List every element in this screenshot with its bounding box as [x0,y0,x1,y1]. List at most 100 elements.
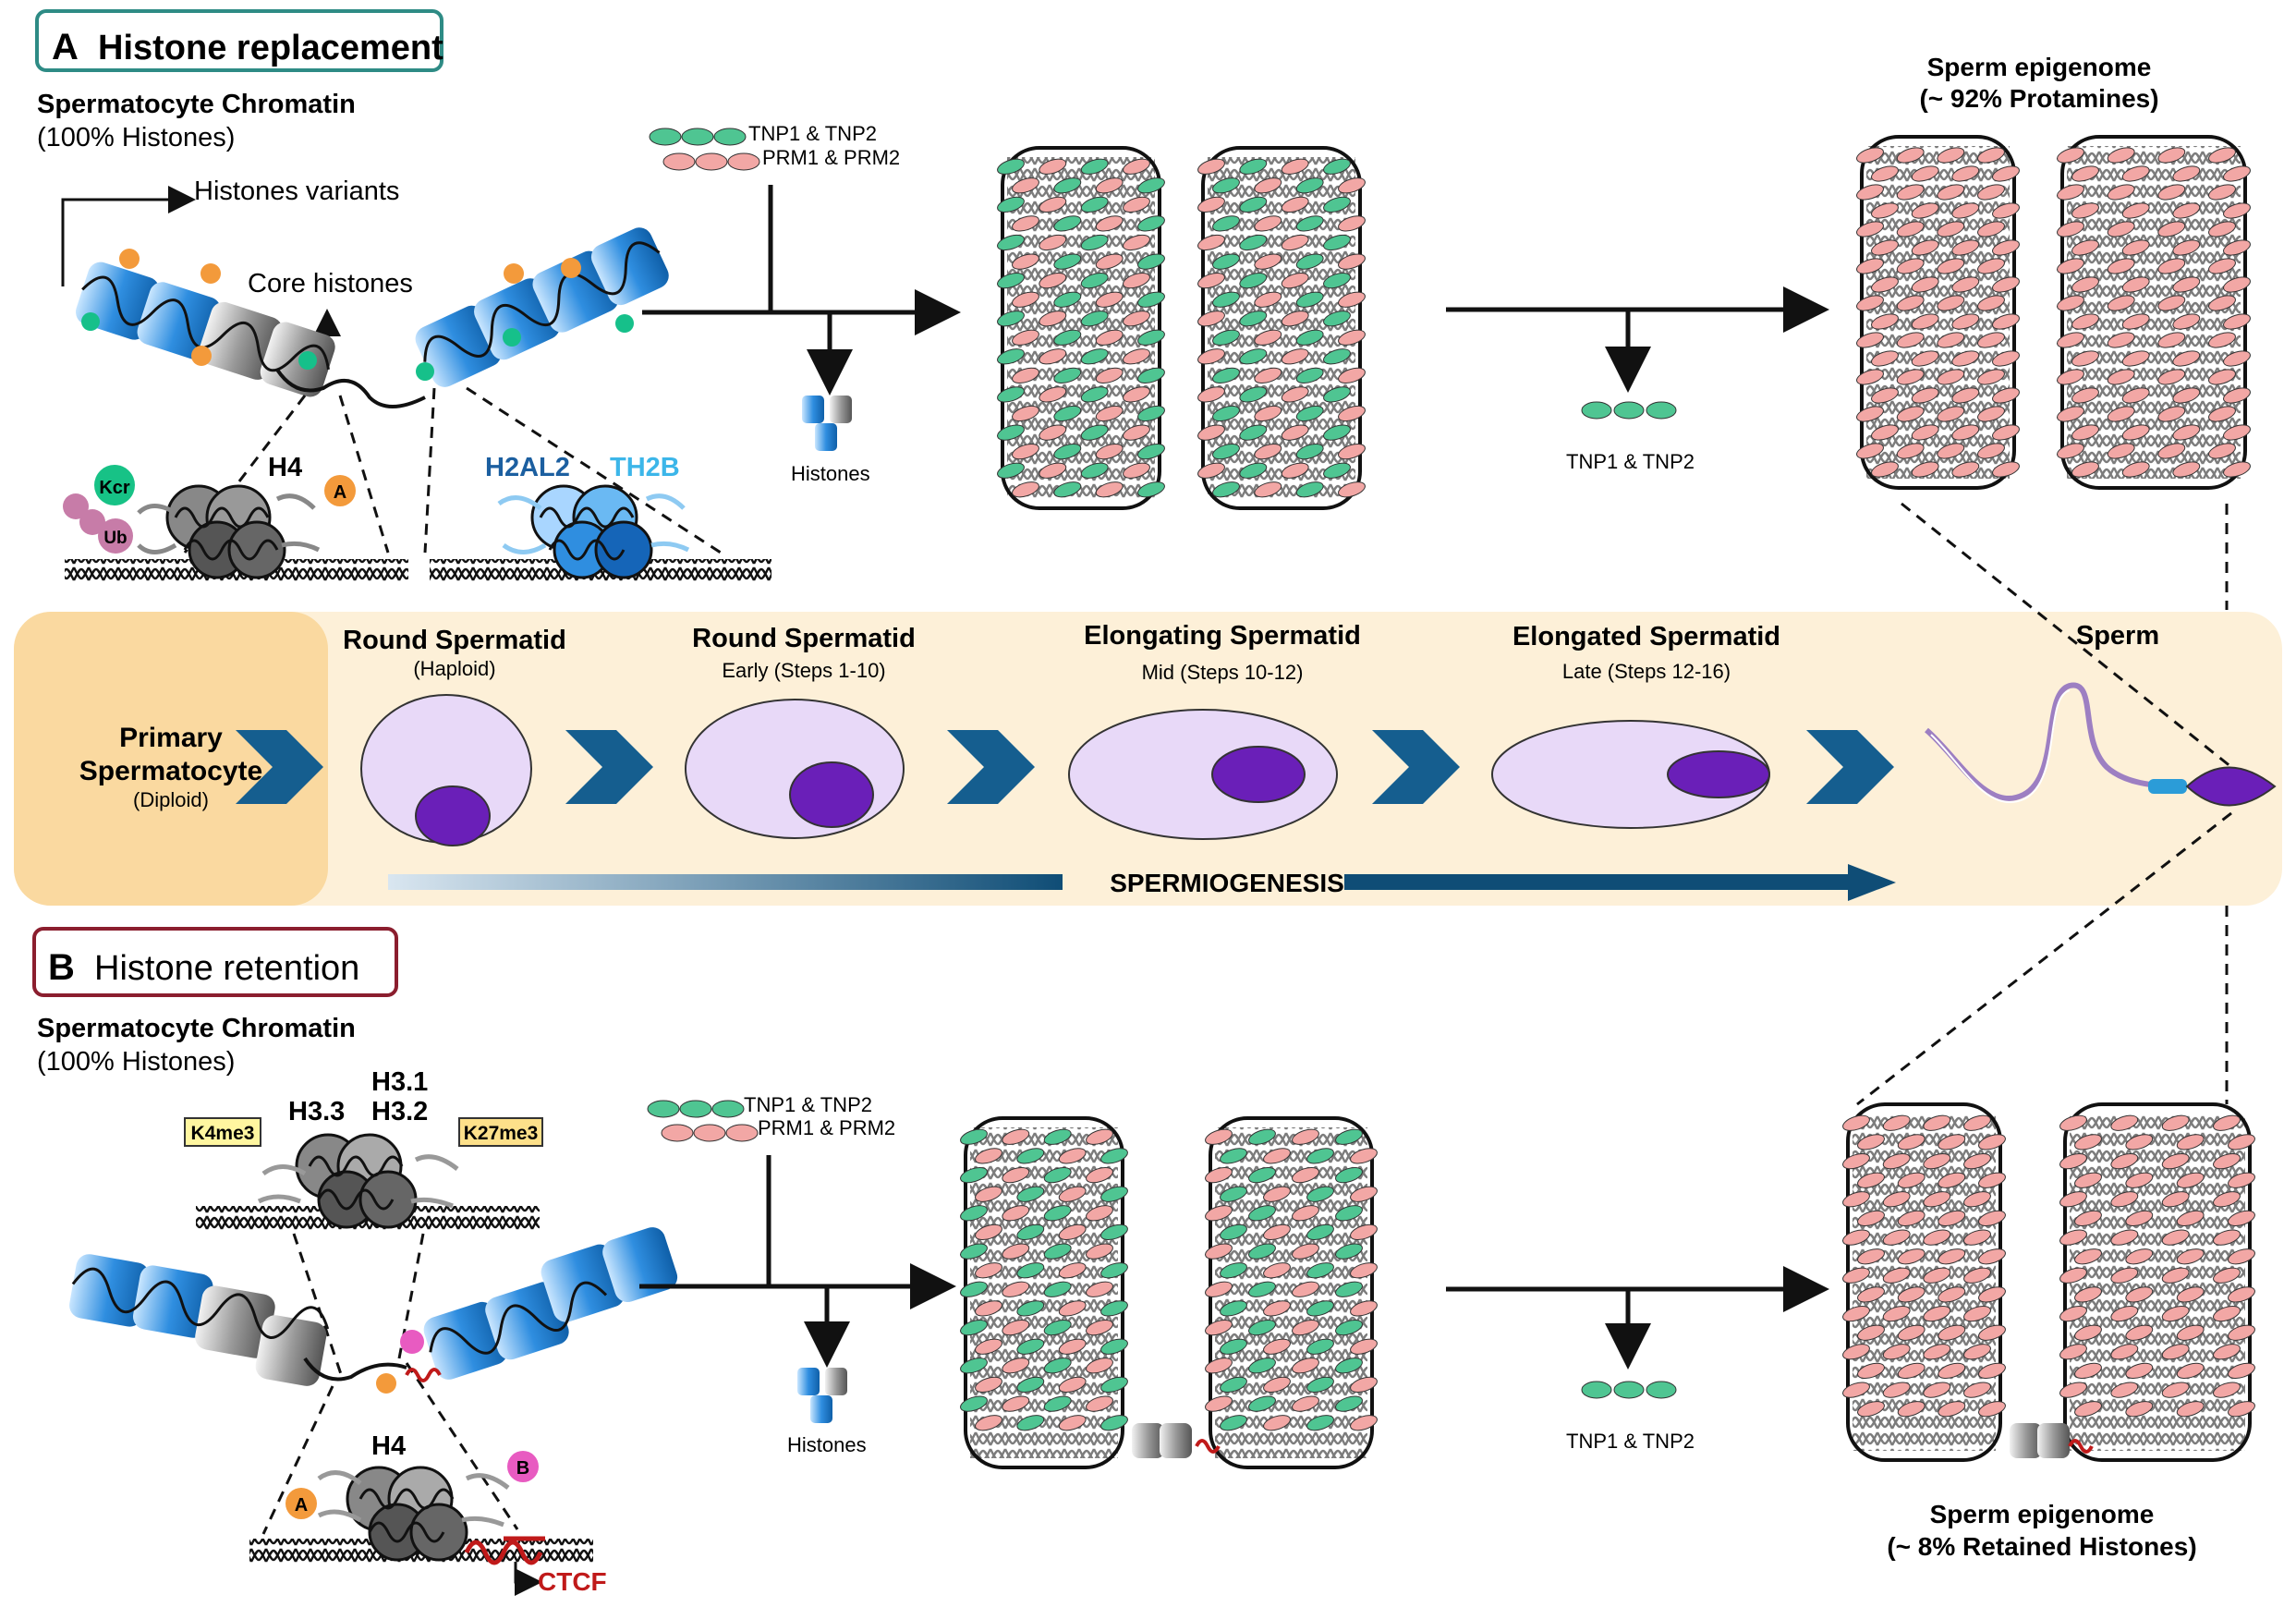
protamine-oval [2223,350,2251,367]
stage3-sub: Mid (Steps 10-12) [1142,661,1304,684]
protamine-oval [1896,147,1925,164]
protamine-oval [1053,443,1082,460]
stage2-sub: Early (Steps 1-10) [722,659,885,682]
protamine-oval [2228,1210,2255,1227]
protamine-oval [1095,291,1124,308]
panel-a-histones-icon [802,396,852,451]
protamine-oval [1086,1357,1113,1374]
protamine-oval [1335,1243,1363,1260]
h32-label: H3.2 [371,1097,428,1126]
protamine-oval [1197,462,1225,479]
protamine-oval [1058,1415,1087,1431]
protamine-oval [1002,1205,1030,1222]
protamine-oval [1856,406,1884,422]
protamine-oval [1137,367,1165,384]
protamine-oval [1992,202,2020,219]
core-histones-label: Core histones [248,269,413,298]
protamine-oval [1263,1376,1291,1394]
protamine-oval [2208,332,2236,348]
protamine-oval [2074,1401,2102,1418]
panel-b-sperm-chromatin [1842,1102,2255,1462]
protamine-oval [1205,1243,1233,1260]
protamine-oval [1254,367,1282,384]
protamine-oval [1080,386,1109,403]
protamine-oval [1197,272,1225,289]
protamine-oval [1856,221,1884,237]
protamine-oval [1080,424,1109,441]
protamine-oval [1281,348,1309,365]
protamine-oval [960,1205,988,1222]
protamine-oval [2208,221,2236,237]
chevron-4 [1372,730,1460,804]
protamine-oval [1842,1344,1870,1360]
protamine-oval [1137,177,1165,194]
protamine-oval [975,1186,1002,1202]
protamine-oval [1197,348,1225,365]
protamine-oval [1002,1395,1030,1412]
protamine-oval [1882,1344,1911,1360]
panel-a-chromatin-title: Spermatocyte Chromatin [37,90,356,119]
protamine-oval [2161,1267,2190,1284]
protamine-oval [1281,386,1309,403]
protamine-oval [1842,1382,1870,1398]
protamine-oval [1137,481,1165,498]
protamine-oval [1043,1205,1072,1222]
panel-a-chromatin-sub: (100% Histones) [37,123,235,152]
protamine-oval [1897,1401,1925,1418]
stage3-nucleus [1211,746,1306,803]
protamine-oval [1338,405,1366,422]
protamine-oval [1857,1401,1885,1418]
protamine-oval [1095,405,1124,422]
protamine-oval [1292,1357,1319,1374]
protamine-oval [960,1395,988,1412]
protamine-oval [1016,1186,1045,1202]
protamine-oval [1911,276,1939,293]
protamine-oval [1977,443,2005,459]
protamine-oval [1095,215,1124,232]
kcr-mark [94,465,135,505]
protamine-oval [2110,1382,2139,1398]
protamine-oval [1058,1186,1087,1202]
protamine-oval [2176,1286,2205,1303]
protamine-oval [1911,165,1939,182]
protamine-oval [1220,1300,1247,1317]
protamine-oval [2074,1172,2102,1188]
protamine-oval [2074,1210,2102,1227]
protamine-oval [2057,295,2084,311]
protamine-oval [2107,295,2135,311]
protamine-oval [1281,310,1309,327]
protamine-oval [1963,1152,1991,1170]
protamine-oval [1053,215,1082,232]
protamine-oval [1100,1148,1128,1164]
protamine-oval [1882,1382,1911,1398]
protamine-oval [1978,1401,2006,1418]
panel-b-histones-icon [797,1368,847,1423]
protamine-oval [1938,1362,1966,1380]
variants-arrow [61,186,196,286]
protamine-oval [2157,147,2186,164]
panel-b-b-label: B [516,1458,529,1479]
panel-b-epigenome-sub: (~ 8% Retained Histones) [1887,1532,2196,1561]
protamine-oval [1197,386,1225,403]
protamine-oval [1002,1243,1030,1260]
chevron-5 [1806,730,1894,804]
protamine-oval [1978,1286,2006,1303]
protamine-oval [2223,239,2251,256]
protamine-oval [1951,165,1980,182]
protamine-oval [1058,1148,1087,1164]
protamine-oval [1897,1172,1925,1188]
protamine-oval [1963,1382,1991,1398]
protamine-oval [1220,1262,1247,1279]
protamine-oval [960,1243,988,1260]
protamine-oval [1239,386,1268,403]
protamine-oval [2228,1324,2255,1341]
protamine-oval [1100,1262,1128,1279]
protamine-oval [1335,1319,1363,1336]
protamine-oval [1295,481,1324,498]
protamine-oval [1263,1186,1291,1202]
protamine-oval [975,1224,1002,1241]
protamine-oval [2157,221,2186,237]
protamine-oval [1123,348,1150,365]
protamine-oval [1295,215,1324,232]
protamine-oval [1963,1267,1991,1284]
